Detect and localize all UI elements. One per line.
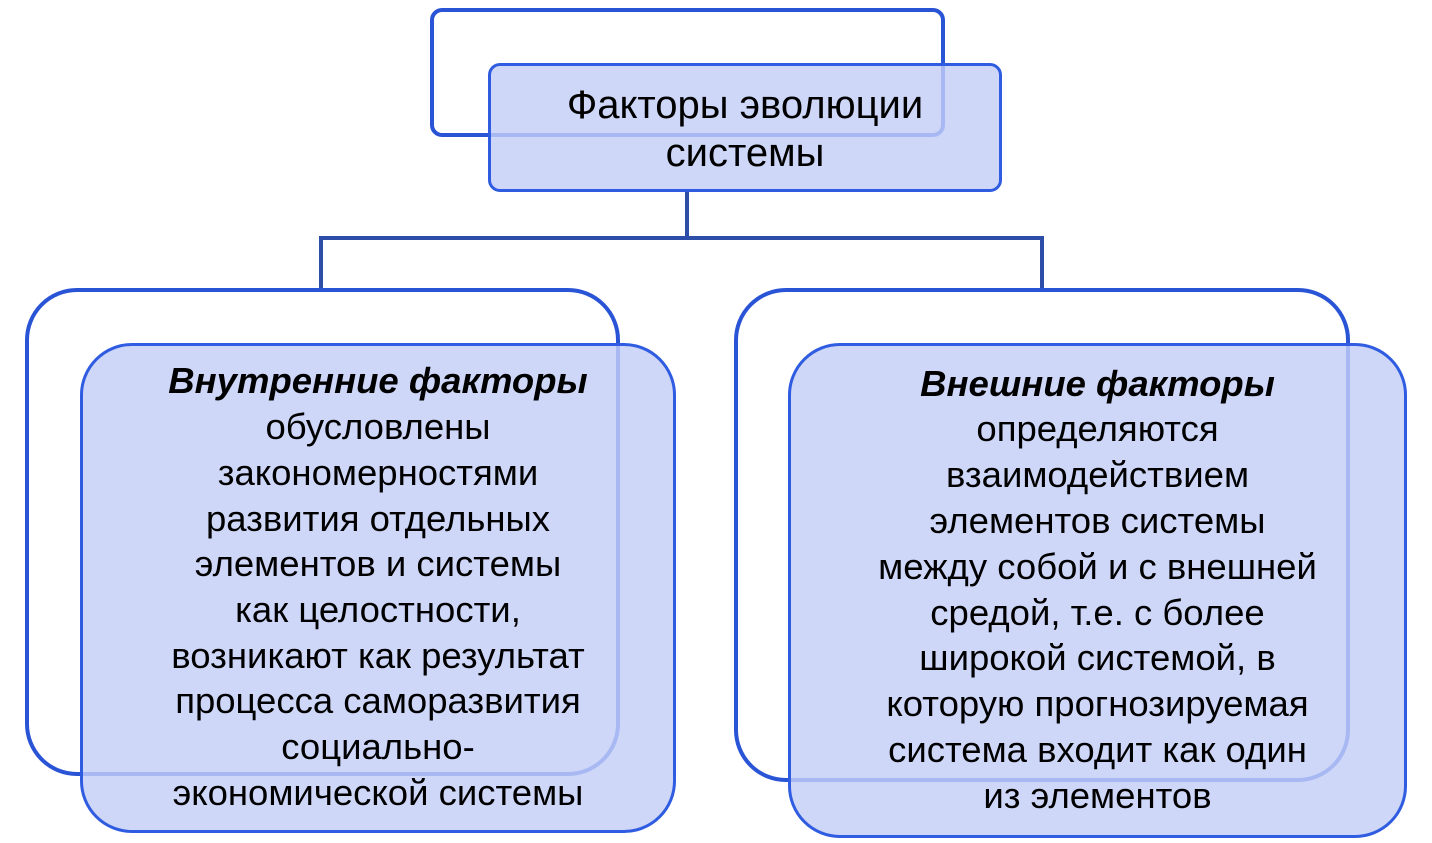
root-title-line-2: системы [665, 130, 825, 175]
external-factors-line: взаимодействием [945, 454, 1250, 496]
external-factors-node: Внешние факторы определяются взаимодейст… [788, 343, 1407, 838]
internal-factors-line: обусловлены [265, 406, 491, 448]
internal-factors-line: развития отдельных [205, 497, 551, 539]
external-factors-line: из элементов [983, 774, 1212, 816]
root-title-line-1: Факторы эволюции [566, 82, 924, 127]
internal-factors-line: как целостности, [235, 589, 521, 630]
internal-factors-line: социально- [281, 726, 475, 768]
connector-left-drop [319, 236, 323, 288]
internal-factors-line: закономерностями [217, 451, 539, 493]
internal-factors-node: Внутренние факторы обусловлены закономер… [80, 343, 676, 833]
external-factors-line: между собой и с внешней [878, 545, 1317, 587]
connector-right-drop [1040, 236, 1044, 288]
external-factors-line: элементов системы [929, 499, 1266, 541]
internal-factors-line: экономической системы [172, 771, 584, 813]
external-factors-line: которую прогнозируемая [886, 683, 1309, 725]
external-factors-heading: Внешние факторы [920, 362, 1275, 404]
connector-horizontal-bar [319, 236, 1044, 240]
external-factors-line: определяются [976, 408, 1219, 450]
external-factors-line: широкой системой, в [919, 637, 1276, 679]
external-factors-line: система входит как один [888, 728, 1307, 770]
connector-root-stem [685, 192, 689, 239]
internal-factors-heading: Внутренние факторы [168, 360, 588, 402]
internal-factors-line: возникают как результат [171, 634, 585, 676]
external-factors-line: средой, т.е. с более [930, 591, 1265, 633]
root-node: Факторы эволюции системы [488, 63, 1002, 192]
internal-factors-line: элементов и системы [194, 543, 562, 585]
internal-factors-line: процесса саморазвития [175, 680, 581, 722]
